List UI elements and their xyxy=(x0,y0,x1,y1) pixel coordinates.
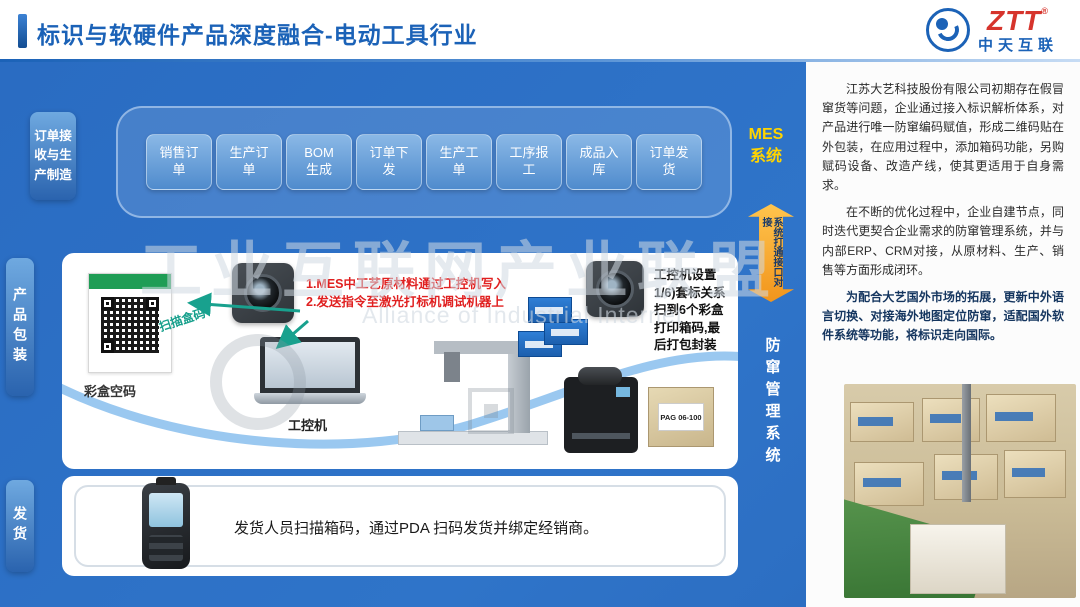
warehouse-photo xyxy=(844,384,1076,598)
qr-finder-pattern xyxy=(101,340,114,353)
mes-system-label: MES系统 xyxy=(748,126,784,165)
process-step-sales-order: 销售订单 xyxy=(146,134,212,190)
pda-screen xyxy=(149,493,183,527)
process-flow-container: 销售订单 生产订单 BOM生成 订单下发 生产工单 工序报工 成品入库 订单发货 xyxy=(116,106,732,218)
process-step-order-dispatch: 订单下发 xyxy=(356,134,422,190)
ztt-logo-icon xyxy=(925,8,970,52)
machine-arm xyxy=(434,341,530,354)
case-paragraph-1: 江苏大艺科技股份有限公司初期存在假冒窜货等问题，企业通过接入标识解析体系，对产品… xyxy=(822,82,1064,192)
carton-box xyxy=(850,402,914,442)
camera-lens xyxy=(244,274,282,312)
shelf-pole xyxy=(962,384,971,502)
ztt-logo-text: ZTT® 中天互联 xyxy=(977,7,1058,54)
process-step-warehouse: 成品入库 xyxy=(566,134,632,190)
color-box xyxy=(528,297,572,323)
title-accent-bar xyxy=(18,14,27,48)
ztt-subtitle: 中天互联 xyxy=(977,37,1058,54)
main-content: 江苏大艺科技股份有限公司初期存在假冒窜货等问题，企业通过接入标识解析体系，对产品… xyxy=(0,62,1080,607)
stage-label-order: 订单接收与生产制造 xyxy=(30,112,76,200)
vision-camera-icon xyxy=(586,261,644,317)
stage-label-packaging-text: 产品包装 xyxy=(12,287,28,367)
process-step-bom: BOM生成 xyxy=(286,134,352,190)
color-box-stack xyxy=(518,295,590,363)
camera-lens xyxy=(596,270,634,308)
process-step-shipment: 订单发货 xyxy=(636,134,702,190)
machine-bed xyxy=(398,431,548,445)
stage-label-shipping-text: 发货 xyxy=(12,506,28,546)
carton-label: PAG 06-100 xyxy=(658,403,704,431)
shipping-panel: 发货人员扫描箱码，通过PDA 扫码发货并绑定经销商。 xyxy=(62,476,738,576)
labeled-carton: PAG 06-100 xyxy=(648,387,714,447)
industrial-pc-label: 工控机 xyxy=(288,418,328,433)
qr-finder-pattern xyxy=(101,297,114,310)
carton-box xyxy=(922,398,980,442)
carton-box xyxy=(986,394,1056,442)
industrial-pc xyxy=(254,337,366,404)
open-box xyxy=(910,524,1006,594)
ztt-logo: ZTT® 中天互联 xyxy=(925,7,1058,54)
machine-workpiece xyxy=(420,415,454,431)
page-title: 标识与软硬件产品深度融合-电动工具行业 xyxy=(37,22,478,48)
shipping-note: 发货人员扫描箱码，通过PDA 扫码发货并绑定经销商。 xyxy=(234,520,599,537)
industrial-pc-base xyxy=(254,393,366,404)
system-interface-arrow-text: 系统打通接口对接 xyxy=(760,216,782,287)
label-printer xyxy=(564,367,638,453)
process-step-production-order: 生产订单 xyxy=(216,134,282,190)
process-step-report: 工序报工 xyxy=(496,134,562,190)
stage-label-packaging: 产品包装 xyxy=(6,258,34,396)
qr-code xyxy=(101,297,159,353)
case-paragraph-3: 为配合大艺国外市场的拓展，更新中外语言切换、对接海外地图定位防窜，适配国外软件系… xyxy=(822,289,1064,343)
printer-screen xyxy=(616,387,630,397)
anti-counterfeit-system-label: 防窜管理系统 xyxy=(754,324,790,482)
header: 标识与软硬件产品深度融合-电动工具行业 ZTT® 中天互联 xyxy=(0,0,1080,62)
industrial-pc-display xyxy=(265,342,355,388)
printer-roll xyxy=(578,367,622,385)
ztt-letters: ZTT xyxy=(987,5,1042,36)
shipping-panel-outline xyxy=(74,485,726,567)
carton-box xyxy=(1004,450,1066,498)
printer-slot xyxy=(572,433,630,439)
case-paragraph-2: 在不断的优化过程中，企业自建节点，同时迭代更契合企业需求的防窜管理系统，并与内部… xyxy=(822,205,1064,277)
vision-camera-icon xyxy=(232,263,294,323)
registered-mark: ® xyxy=(1041,6,1049,16)
ztt-wordmark: ZTT® xyxy=(978,7,1058,35)
mes-instruction-line-2: 2.发送指令至激光打标机调试机器上 xyxy=(306,295,504,310)
qr-caption: 彩盒空码 xyxy=(84,384,137,399)
qr-finder-pattern xyxy=(146,297,159,310)
system-interface-arrow: 系统打通接口对接 xyxy=(748,204,794,302)
packaging-panel: 彩盒空码 扫描盒码 1.MES中工艺原材料通过工控机写入 2.发送指令至激光打标… xyxy=(62,253,738,469)
process-step-work-order: 生产工单 xyxy=(426,134,492,190)
anti-counterfeit-system-text: 防窜管理系统 xyxy=(763,337,781,469)
ipc-setup-note: 工控机设置1/6)套标关系扫到6个彩盒打印箱码,最后打包封装 xyxy=(654,268,726,352)
industrial-pc-screen xyxy=(260,337,360,393)
color-box xyxy=(544,319,588,345)
stage-label-shipping: 发货 xyxy=(6,480,34,572)
case-study-panel: 江苏大艺科技股份有限公司初期存在假冒窜货等问题，企业通过接入标识解析体系，对产品… xyxy=(806,62,1080,607)
qr-card-green-header xyxy=(89,274,171,289)
machine-head xyxy=(444,352,460,382)
pda-keypad xyxy=(149,535,183,561)
pda-scanner xyxy=(142,477,190,569)
mes-instruction-line-1: 1.MES中工艺原材料通过工控机写入 xyxy=(306,277,507,291)
mes-instruction-note: 1.MES中工艺原材料通过工控机写入 2.发送指令至激光打标机调试机器上 xyxy=(306,275,524,311)
carton-box xyxy=(854,462,924,506)
